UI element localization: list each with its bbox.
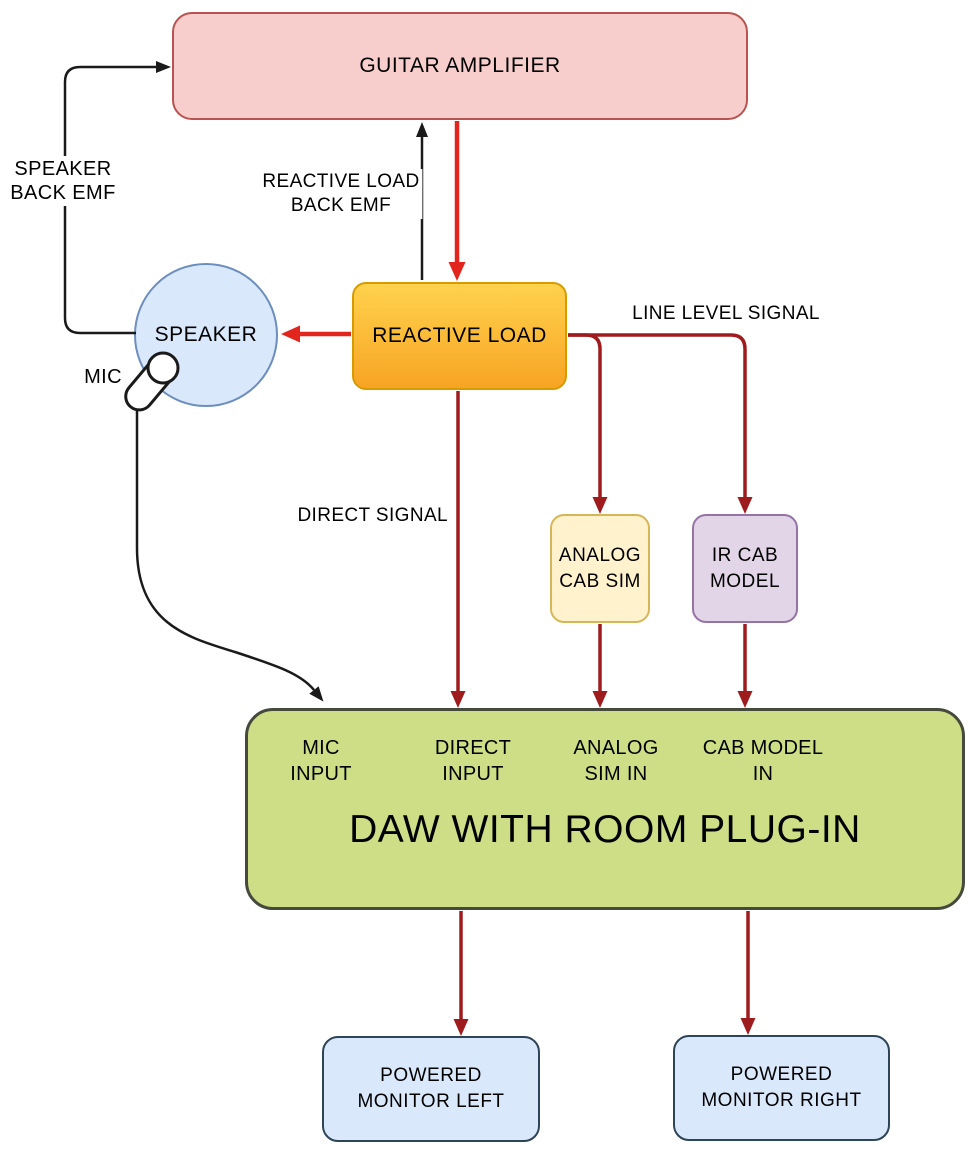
reactive-load-label: REACTIVE LOAD: [372, 324, 547, 347]
monitor-right-label-line1: POWERED: [730, 1064, 833, 1085]
reactive-load-back-emf-label: REACTIVE LOAD BACK EMF: [259, 169, 423, 219]
guitar-amplifier-node: GUITAR AMPLIFIER: [172, 12, 748, 120]
monitor-left-label-line1: POWERED: [380, 1065, 482, 1086]
speaker-back-emf-label: SPEAKER BACK EMF: [7, 156, 119, 206]
daw-node: MIC INPUT DIRECT INPUT ANALOG SIM IN CAB…: [245, 708, 965, 910]
edge-line-level-to-analog-sim: [568, 333, 608, 514]
ir-cab-model-node: IR CAB MODEL: [692, 514, 798, 623]
powered-monitor-left-node: POWERED MONITOR LEFT: [322, 1036, 540, 1142]
direct-signal-label: DIRECT SIGNAL: [294, 503, 451, 529]
edge-line-level-to-ir-cab: [568, 333, 753, 514]
analog-cab-sim-node: ANALOG CAB SIM: [550, 514, 650, 623]
guitar-amplifier-label: GUITAR AMPLIFIER: [359, 54, 561, 77]
analog-cab-sim-label-line1: ANALOG: [558, 544, 642, 566]
ir-cab-model-label-line1: IR CAB: [711, 544, 779, 566]
monitor-right-label-line2: MONITOR RIGHT: [701, 1090, 862, 1111]
ir-cab-model-label-line2: MODEL: [709, 570, 781, 592]
monitor-left-label-line2: MONITOR LEFT: [357, 1091, 505, 1112]
speaker-label: SPEAKER: [154, 323, 258, 346]
mic-icon: [124, 351, 180, 412]
daw-title: DAW WITH ROOM PLUG-IN: [349, 808, 861, 851]
daw-analog-sim-in-label: ANALOG SIM IN: [573, 737, 659, 785]
daw-cab-model-in-label: CAB MODEL IN: [702, 737, 824, 785]
line-level-signal-label: LINE LEVEL SIGNAL: [629, 301, 823, 327]
reactive-load-node: REACTIVE LOAD: [352, 282, 567, 390]
powered-monitor-right-node: POWERED MONITOR RIGHT: [673, 1035, 890, 1141]
daw-direct-input-label: DIRECT INPUT: [434, 737, 512, 785]
mic-label: MIC: [81, 364, 125, 390]
analog-cab-sim-label-line2: CAB SIM: [559, 570, 641, 592]
edge-mic-to-daw: [135, 401, 324, 702]
daw-mic-input-label: MIC INPUT: [290, 737, 352, 785]
